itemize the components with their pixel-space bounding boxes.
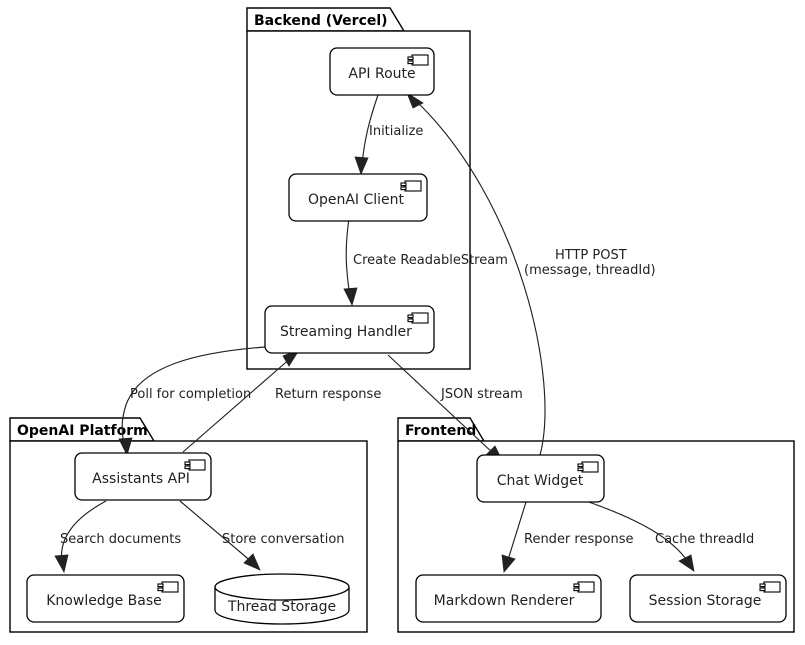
edge-search-documents: Search documents (54, 500, 181, 574)
component-assistants-api-label: Assistants API (92, 471, 190, 487)
database-thread-storage-top (214, 573, 350, 601)
edge-return-response-label: Return response (275, 387, 381, 402)
component-icon (184, 459, 206, 471)
component-knowledge-base[interactable]: Knowledge Base (26, 574, 185, 623)
edge-poll-for-completion-label: Poll for completion (130, 387, 251, 402)
edge-store-conversation: Store conversation (179, 500, 345, 571)
edge-initialize: Initialize (354, 94, 423, 176)
edge-render-response-label: Render response (524, 532, 633, 547)
edge-search-documents-label: Search documents (60, 532, 181, 547)
edge-json-stream-label: JSON stream (440, 387, 523, 402)
component-markdown-renderer[interactable]: Markdown Renderer (415, 574, 602, 623)
edge-initialize-arrowhead (354, 156, 369, 176)
edge-create-readablestream-label: Create ReadableStream (353, 253, 508, 268)
component-streaming-handler[interactable]: Streaming Handler (264, 305, 435, 354)
package-backend-label: Backend (Vercel) (254, 13, 388, 29)
component-icon (577, 461, 599, 473)
edge-http-post: HTTP POST (message, threadId) (406, 92, 656, 456)
edge-poll-for-completion: Poll for completion (118, 346, 266, 457)
edge-cache-threadid: Cache threadId (585, 500, 754, 572)
edge-json-stream-line (387, 354, 496, 456)
component-session-storage-box (629, 574, 787, 623)
component-chat-widget[interactable]: Chat Widget (476, 454, 605, 503)
edge-render-response-line (506, 501, 527, 564)
edge-render-response: Render response (501, 501, 633, 573)
component-markdown-renderer-label: Markdown Renderer (434, 593, 575, 609)
edge-render-response-arrowhead (501, 554, 516, 573)
edge-create-readablestream: Create ReadableStream (343, 211, 508, 307)
component-openai-client[interactable]: OpenAI Client (288, 173, 428, 222)
component-icon (759, 581, 781, 593)
edge-cache-threadid-line (585, 500, 690, 564)
edge-json-stream: JSON stream (387, 354, 523, 463)
edge-return-response-line (182, 356, 293, 453)
component-openai-client-box (288, 173, 428, 222)
component-knowledge-base-box (26, 574, 185, 623)
edge-poll-for-completion-line (121, 346, 266, 448)
edge-http-post-arrowhead (406, 92, 424, 109)
component-assistants-api[interactable]: Assistants API (74, 452, 212, 501)
component-session-storage[interactable]: Session Storage (629, 574, 787, 623)
edge-http-post-label-line1: HTTP POST (555, 248, 627, 263)
edge-poll-for-completion-arrowhead (118, 437, 133, 457)
component-icon (157, 581, 179, 593)
edge-initialize-label: Initialize (369, 124, 423, 139)
edge-store-conversation-line (179, 500, 254, 564)
component-assistants-api-box (74, 452, 212, 501)
component-chat-widget-label: Chat Widget (497, 473, 584, 489)
edge-cache-threadid-arrowhead (678, 554, 695, 572)
component-chat-widget-box (476, 454, 605, 503)
database-thread-storage[interactable]: Thread Storage (214, 573, 350, 625)
edge-store-conversation-arrowhead (243, 553, 261, 571)
component-api-route-label: API Route (348, 66, 415, 82)
component-icon (407, 312, 429, 324)
component-knowledge-base-label: Knowledge Base (46, 593, 162, 609)
edge-http-post-label-line2: (message, threadId) (524, 263, 656, 278)
database-thread-storage-label: Thread Storage (227, 599, 336, 615)
component-markdown-renderer-box (415, 574, 602, 623)
package-frontend-label: Frontend (405, 423, 476, 439)
component-streaming-handler-label: Streaming Handler (280, 324, 412, 340)
component-session-storage-label: Session Storage (649, 593, 762, 609)
component-api-route[interactable]: API Route (329, 47, 435, 96)
component-streaming-handler-box (264, 305, 435, 354)
edge-search-documents-arrowhead (54, 554, 69, 574)
package-openai-platform-label: OpenAI Platform (17, 423, 148, 439)
component-icon (573, 581, 595, 593)
component-icon (400, 180, 422, 192)
edge-http-post-line (414, 99, 546, 456)
component-openai-client-label: OpenAI Client (308, 192, 405, 208)
edge-cache-threadid-label: Cache threadId (655, 532, 754, 547)
edge-create-readablestream-arrowhead (343, 287, 358, 307)
edge-return-response: Return response (182, 349, 381, 453)
edge-store-conversation-label: Store conversation (222, 532, 345, 547)
component-icon (407, 54, 429, 66)
